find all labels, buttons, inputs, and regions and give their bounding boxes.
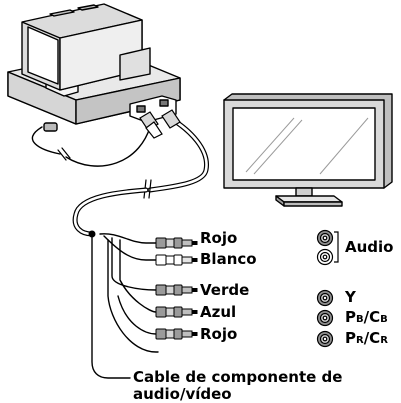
label-rojo-top: Rojo: [200, 229, 238, 247]
label-pr-sep: /C: [363, 329, 381, 347]
label-y: Y: [345, 288, 356, 306]
rca-jack-pr-icon: [316, 330, 334, 348]
label-verde: Verde: [200, 281, 250, 299]
label-audio: Audio: [345, 238, 394, 256]
rca-plug-azul: [155, 306, 198, 318]
cable-lines: [31, 115, 209, 379]
cable-name-line2: audio/vídeo: [133, 385, 232, 403]
label-pr-main: P: [345, 329, 356, 347]
device-in-cradle-icon: [7, 3, 181, 132]
label-rojo-bottom: Rojo: [200, 325, 238, 343]
rca-jack-audio-red-icon: [316, 229, 334, 247]
rca-jack-pb-icon: [316, 309, 334, 327]
label-azul: Azul: [200, 303, 237, 321]
label-pb-sub1: B: [356, 314, 364, 325]
label-blanco: Blanco: [200, 250, 257, 268]
label-pr-cr: PR/CR: [345, 330, 388, 349]
dock-plugs: [139, 109, 181, 139]
rca-jacks: [316, 229, 339, 348]
rca-plug-rojo-top: [155, 237, 198, 249]
rca-jack-y-icon: [316, 289, 334, 307]
rca-jack-audio-white-icon: [316, 248, 334, 266]
flat-panel-tv-icon: [223, 93, 393, 207]
label-pr-sub1: R: [356, 335, 364, 346]
label-pr-sub2: R: [380, 335, 388, 346]
cable-name-line1: Cable de componente de: [133, 368, 343, 386]
label-pb-sep: /C: [363, 308, 381, 326]
label-pb-cb: PB/CB: [345, 309, 388, 328]
rca-plug-rojo-bottom: [155, 328, 198, 340]
rca-plug-verde: [155, 284, 198, 296]
label-pb-main: P: [345, 308, 356, 326]
rca-plugs: [155, 237, 198, 340]
rca-plug-blanco: [155, 254, 198, 266]
label-pb-sub2: B: [380, 314, 388, 325]
